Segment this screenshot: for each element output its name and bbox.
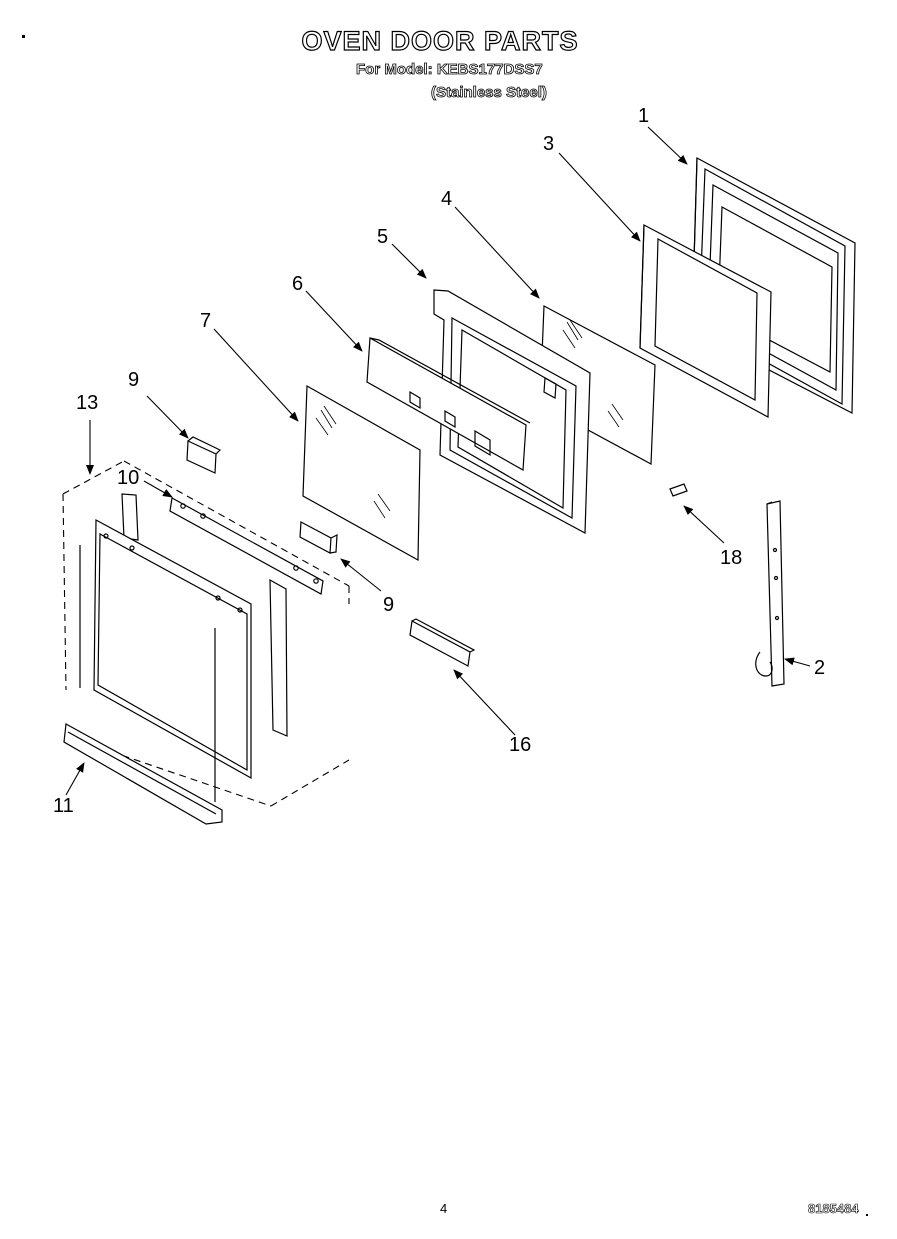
part-2-hinge-rail [755, 500, 785, 687]
part-16-vent-strip [409, 618, 476, 667]
callout-2: 2 [814, 657, 826, 679]
corner-mark [22, 35, 25, 38]
part-7-inner-glass [302, 384, 421, 562]
callout-11: 11 [53, 795, 74, 817]
callout-18: 18 [720, 547, 743, 569]
callout-5: 5 [377, 226, 389, 248]
inner-front-panel [93, 518, 252, 780]
callout-16: 16 [509, 734, 532, 756]
part-11-bottom-trim [63, 723, 223, 825]
diagram-title: OVEN DOOR PARTS [301, 25, 579, 56]
finish-line: (Stainless Steel) [431, 84, 548, 102]
footer-mark [866, 1214, 868, 1216]
leader-lines [65, 126, 811, 796]
callout-13: 13 [76, 392, 99, 414]
part-6-baffle [366, 337, 531, 471]
insulation-strip-right [269, 578, 288, 737]
part-9-lower-clip [299, 521, 338, 554]
callout-6: 6 [292, 273, 304, 295]
callout-4: 4 [441, 188, 453, 210]
callout-10: 10 [117, 467, 140, 489]
callout-7: 7 [200, 310, 212, 332]
part-13-door-assembly-outline [62, 460, 350, 807]
part-18-small-clip [669, 483, 688, 497]
model-line: For Model: KEBS177DSS7 [356, 61, 544, 79]
part-10-bracket-strip [169, 497, 324, 595]
insulation-strip-left [121, 493, 139, 541]
part-9-upper-clip [186, 436, 222, 474]
page-number: 4 [440, 1201, 448, 1216]
callout-3: 3 [543, 133, 555, 155]
callout-1: 1 [638, 105, 650, 127]
part-3-trim-frame [639, 224, 772, 418]
callout-9-lower: 9 [383, 594, 395, 616]
callout-9-upper: 9 [128, 369, 140, 391]
document-code: 8185484 [808, 1201, 859, 1217]
diagram-title-block: OVEN DOOR PARTS [290, 25, 590, 57]
